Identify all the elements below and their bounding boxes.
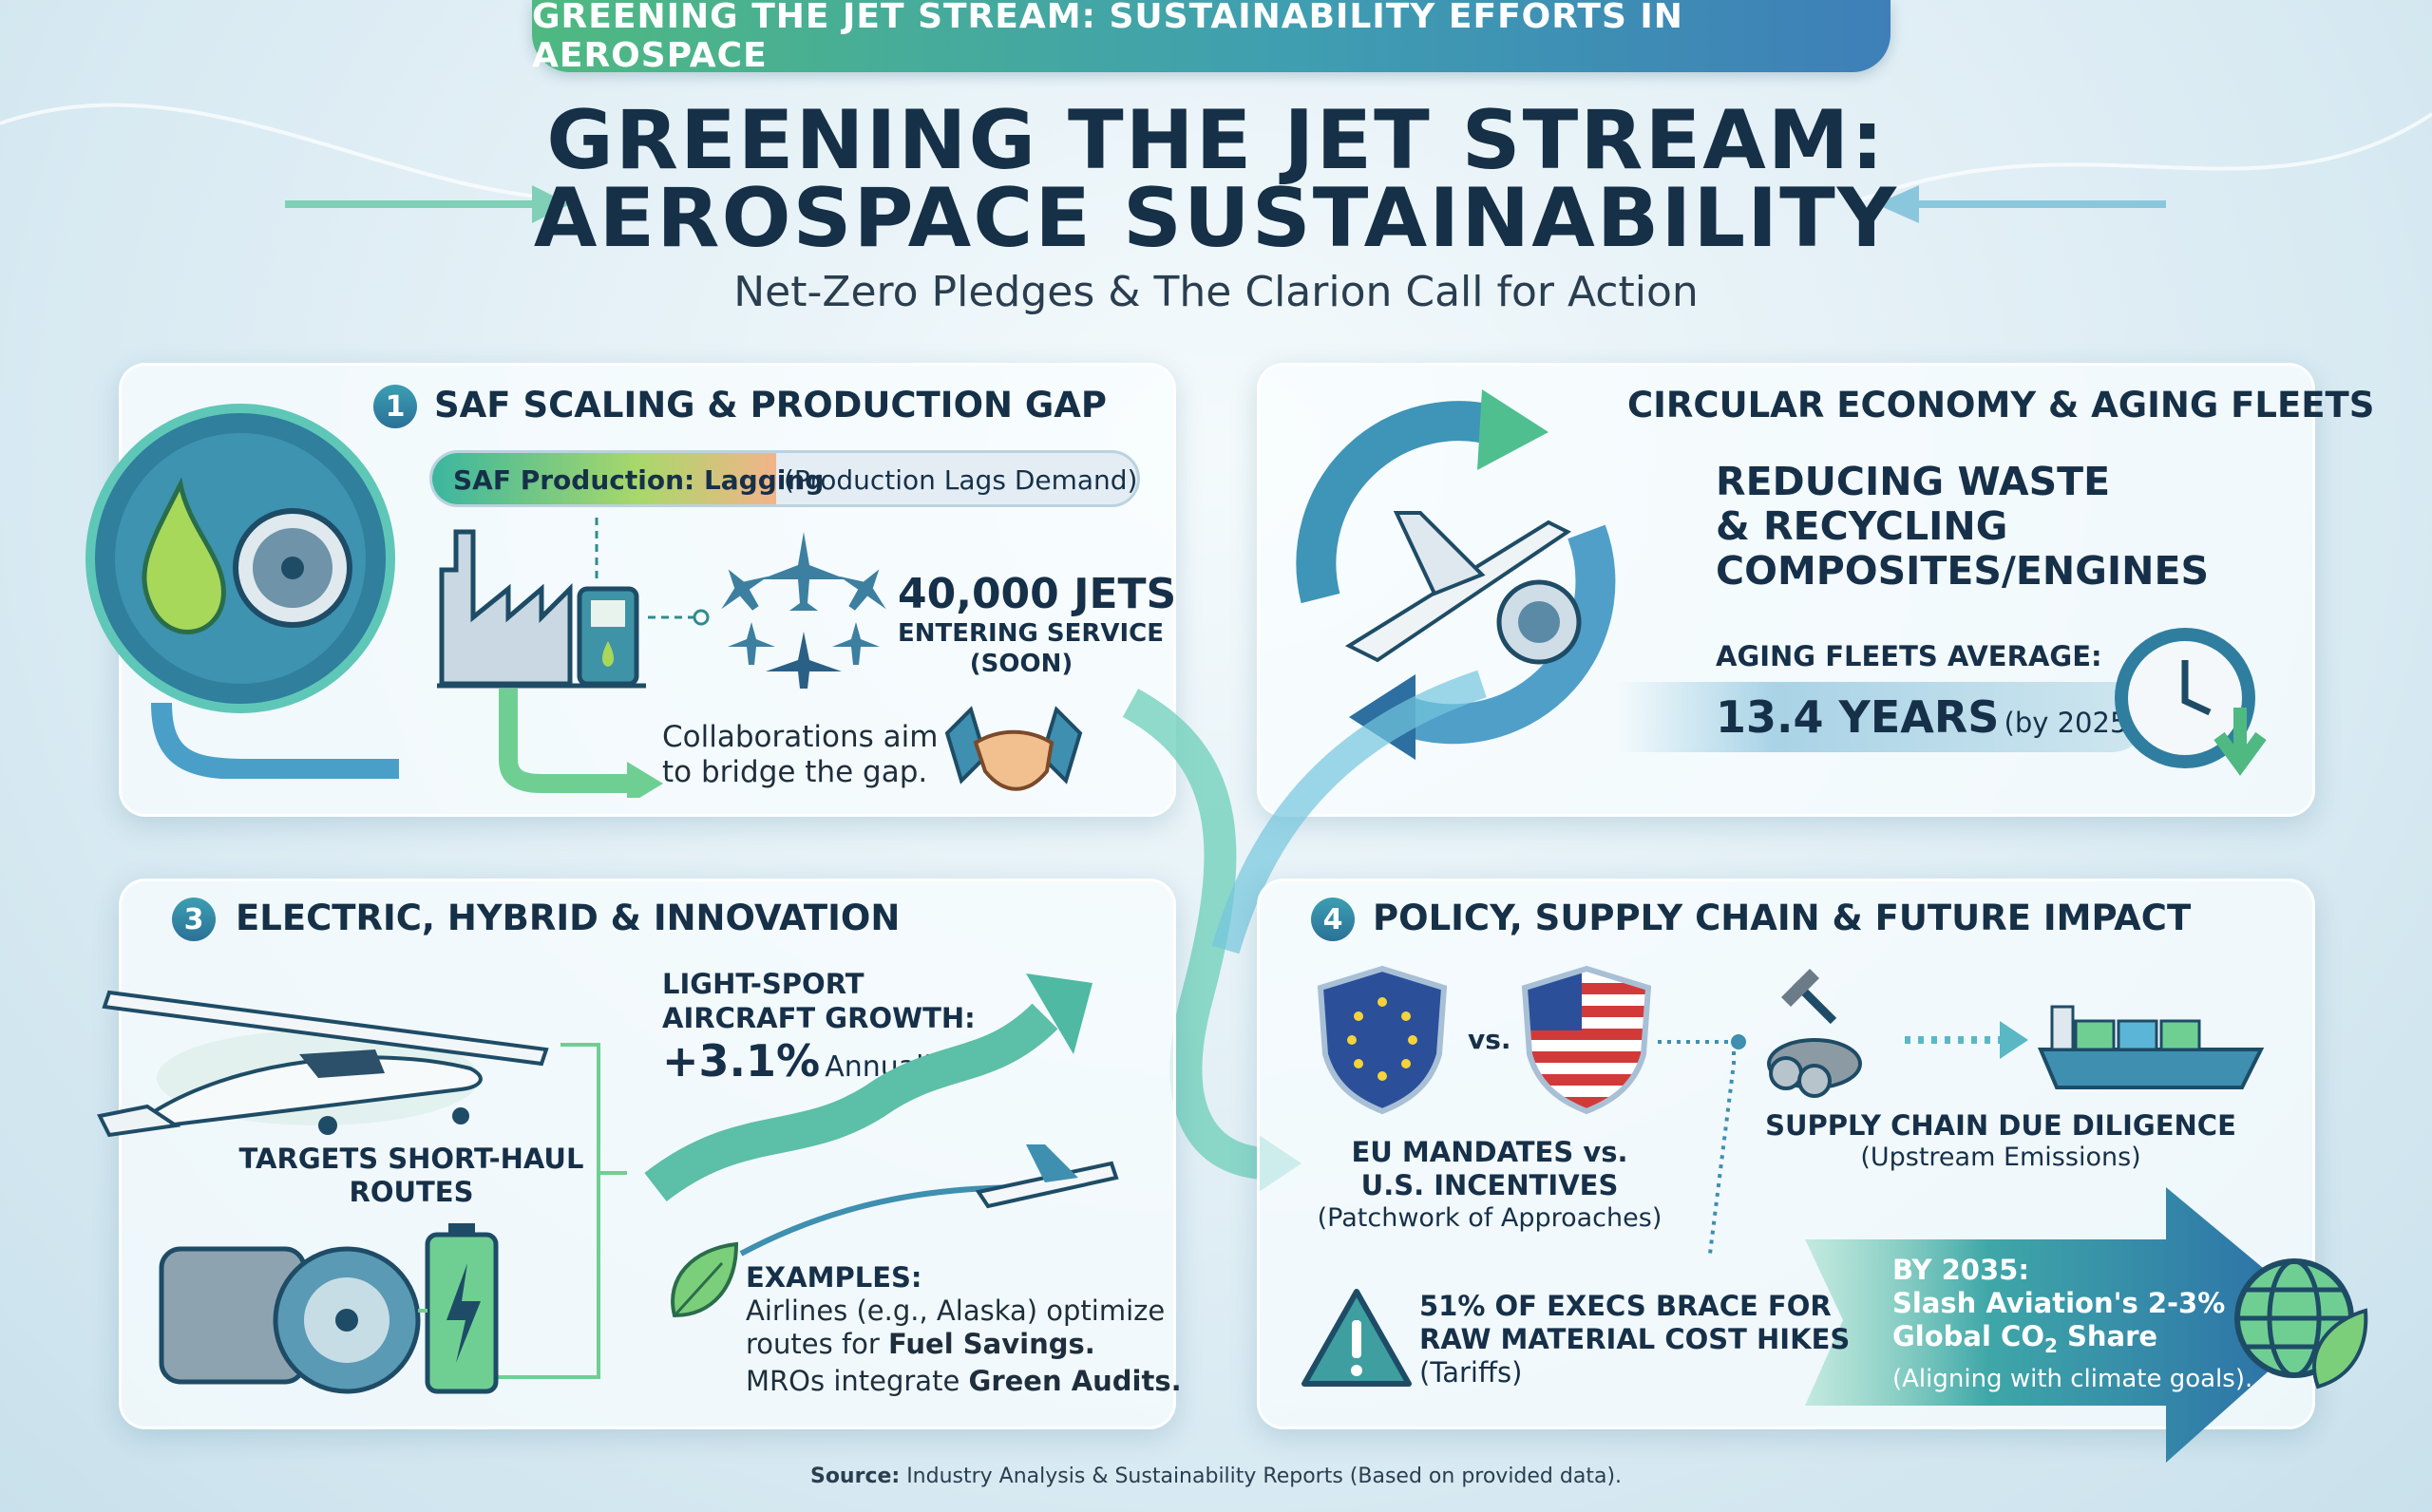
aging-fleets-bar [1615,682,2147,752]
light-sport-line1: LIGHT-SPORT [662,968,864,1000]
fuel-engine-icon [86,404,399,779]
targets-line1: TARGETS SHORT-HAUL [238,1143,584,1175]
factory-pump-icon [437,518,710,798]
execs-line1: 51% OF EXECS BRACE FOR [1419,1290,1832,1322]
saf-status-bar: SAF Production: Lagging (Production Lags… [429,450,1140,507]
wind-swirl [1861,112,2432,201]
recycling-heading-line3: COMPOSITES/ENGINES [1716,548,2209,594]
light-sport-line2: AIRCRAFT GROWTH: [662,1002,976,1034]
jets-count: 40,000 JETS [898,570,1177,618]
jets-soon: (SOON) [969,650,1074,678]
source-text: Industry Analysis & Sustainability Repor… [900,1465,1623,1488]
supply-chain-icons [1658,969,2265,1254]
goal-line2: Slash Aviation's 2-3% [1892,1287,2226,1319]
source-note: Source: Industry Analysis & Sustainabili… [0,1465,2432,1488]
goal-co2-subscript: 2 [2043,1333,2058,1357]
vs-label: vs. [1468,1024,1511,1055]
example-airlines-line1: Airlines (e.g., Alaska) optimize [746,1295,1166,1327]
collaboration-line1: Collaborations aim [662,720,939,754]
green-audits-text: Green Audits. [968,1365,1182,1397]
saf-status-fill [432,453,776,504]
growth-value: +3.1% [662,1035,821,1087]
light-aircraft-icon [97,990,549,1138]
right-wind-arrowhead [1876,185,1919,223]
example-mros: MROs integrate Green Audits. [746,1365,1182,1398]
us-shield-icon [1521,965,1652,1115]
recycling-heading-line2: & RECYCLING [1716,503,2008,549]
mandates-line1: EU MANDATES vs. [1351,1136,1628,1168]
hybrid-engine-battery-icon [159,1043,627,1394]
jets-fleet-icon [721,532,886,689]
goal-line3: Global CO2 Share [1892,1320,2252,1363]
example-text: routes for [746,1328,889,1360]
source-label: Source: [809,1465,901,1488]
page-title-line1: GREENING THE JET STREAM: [546,93,1886,188]
goal-line1: BY 2035: [1892,1254,2029,1286]
future-goal-arrow [1805,1187,2326,1463]
panel-title: ELECTRIC, HYBRID & INNOVATION [236,898,901,938]
recycling-heading-line1: REDUCING WASTE [1716,459,2111,504]
leaf-icon [671,1241,739,1318]
mandates-line2: U.S. INCENTIVES [1360,1169,1619,1201]
execs-line2: RAW MATERIAL COST HIKES [1419,1323,1851,1355]
goal-2035-text: BY 2035: Slash Aviation's 2-3% Global CO… [1892,1254,2252,1396]
recycling-heading: REDUCING WASTE & RECYCLING COMPOSITES/EN… [1716,460,2209,594]
eu-shield-icon [1317,965,1448,1115]
goal-share: Share [2057,1320,2158,1352]
page-subtitle: Net-Zero Pledges & The Clarion Call for … [733,268,1699,316]
goal-co2: Global CO [1892,1320,2044,1352]
panel-number-badge: 1 [373,385,417,428]
wind-swirl [0,103,571,201]
execs-note: (Tariffs) [1419,1356,1523,1389]
aging-year-note: (by 2025) [2004,707,2138,739]
aging-years: 13.4 YEARS [1716,691,2000,743]
targets-line2: ROUTES [349,1176,474,1208]
collaboration-text: Collaborations aim to bridge the gap. [662,720,938,790]
aging-fleets-label: AGING FLEETS AVERAGE: [1716,640,2102,672]
examples-list: Airlines (e.g., Alaska) optimize routes … [746,1295,1182,1398]
panel-title: POLICY, SUPPLY CHAIN & FUTURE IMPACT [1373,898,2192,938]
panel-title: SAF SCALING & PRODUCTION GAP [434,385,1107,425]
saf-status-note: (Production Lags Demand) [784,464,1138,496]
goal-line4: (Aligning with climate goals). [1892,1364,2253,1393]
mandates-note: (Patchwork of Approaches) [1317,1203,1662,1233]
left-wind-arrowhead [532,185,570,223]
panel-number-badge: 4 [1311,898,1355,941]
panel-number-badge: 3 [172,898,216,941]
example-airlines-line2: routes for Fuel Savings. [746,1328,1182,1361]
light-sport-label: LIGHT-SPORT AIRCRAFT GROWTH: [662,967,976,1035]
top-banner: GREENING THE JET STREAM: SUSTAINABILITY … [532,0,1890,75]
examples-label: EXAMPLES: [746,1261,922,1294]
page-title-line2: AEROSPACE SUSTAINABILITY [533,171,1899,266]
jets-entering-service: ENTERING SERVICE [898,619,1165,648]
example-text: MROs integrate [746,1365,969,1397]
aging-fleets-value: 13.4 YEARS (by 2025) [1716,691,2138,743]
handshake-icon [944,706,1083,791]
globe-leaf-icon [2234,1258,2368,1389]
panel-title: CIRCULAR ECONOMY & AGING FLEETS [1627,385,2375,425]
supply-chain-title: SUPPLY CHAIN DUE DILIGENCE [1765,1109,2236,1142]
growth-arrow-icon [644,973,1119,1257]
execs-stat: 51% OF EXECS BRACE FOR RAW MATERIAL COST… [1419,1290,1850,1356]
supply-chain-note: (Upstream Emissions) [1860,1143,2141,1172]
clock-icon [2115,628,2267,776]
warning-icon [1302,1289,1412,1387]
saf-status-label: SAF Production: Lagging [453,464,825,496]
recycle-plane-icon [1296,389,1616,760]
collaboration-line2: to bridge the gap. [662,755,928,789]
fuel-savings-text: Fuel Savings. [888,1328,1095,1360]
